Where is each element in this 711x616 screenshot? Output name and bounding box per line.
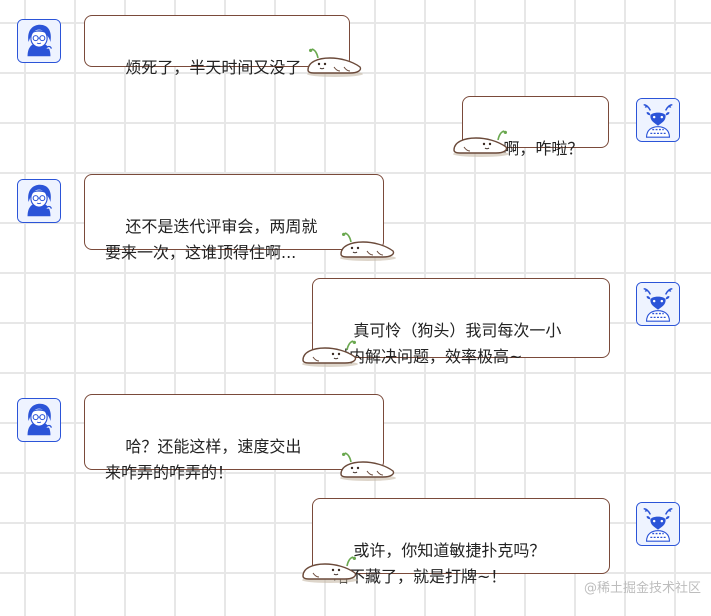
radish-mascot-icon: [446, 120, 516, 162]
message-bubble: 还不是迭代评审会，两周就 要来一次，这谁顶得住啊...: [84, 174, 384, 262]
message-text: 啊，咋啦？: [503, 139, 584, 158]
girl-avatar-icon: [17, 398, 61, 442]
message-bubble: 烦死了，半天时间又没了: [84, 15, 350, 77]
radish-mascot-icon: [300, 40, 370, 82]
radish-mascot-icon: [295, 546, 365, 588]
message-bubble: 啊，咋啦？: [462, 96, 609, 158]
message-text: 或许，你知道敏捷扑克吗？ 嗐不藏了，就是打牌~！: [333, 541, 546, 586]
message-text: 真可怜（狗头）我司每次一小 时内解决问题，效率极高~: [333, 321, 562, 366]
message-text: 哈？还能这样，速度交出 来咋弄的咋弄的！: [105, 437, 302, 482]
radish-mascot-icon: [333, 444, 403, 486]
message-bubble: 哈？还能这样，速度交出 来咋弄的咋弄的！: [84, 394, 384, 482]
message-text: 烦死了，半天时间又没了: [125, 58, 302, 77]
message-bubble: 真可怜（狗头）我司每次一小 时内解决问题，效率极高~: [312, 278, 610, 366]
radish-mascot-icon: [333, 224, 403, 266]
girl-avatar-icon: [17, 179, 61, 223]
deer-avatar-icon: [636, 282, 680, 326]
deer-avatar-icon: [636, 502, 680, 546]
message-text: 还不是迭代评审会，两周就 要来一次，这谁顶得住啊...: [105, 217, 318, 262]
deer-avatar-icon: [636, 98, 680, 142]
radish-mascot-icon: [295, 330, 365, 372]
watermark: @稀土掘金技术社区: [583, 581, 701, 596]
message-bubble: 或许，你知道敏捷扑克吗？ 嗐不藏了，就是打牌~！: [312, 498, 610, 586]
girl-avatar-icon: [17, 19, 61, 63]
